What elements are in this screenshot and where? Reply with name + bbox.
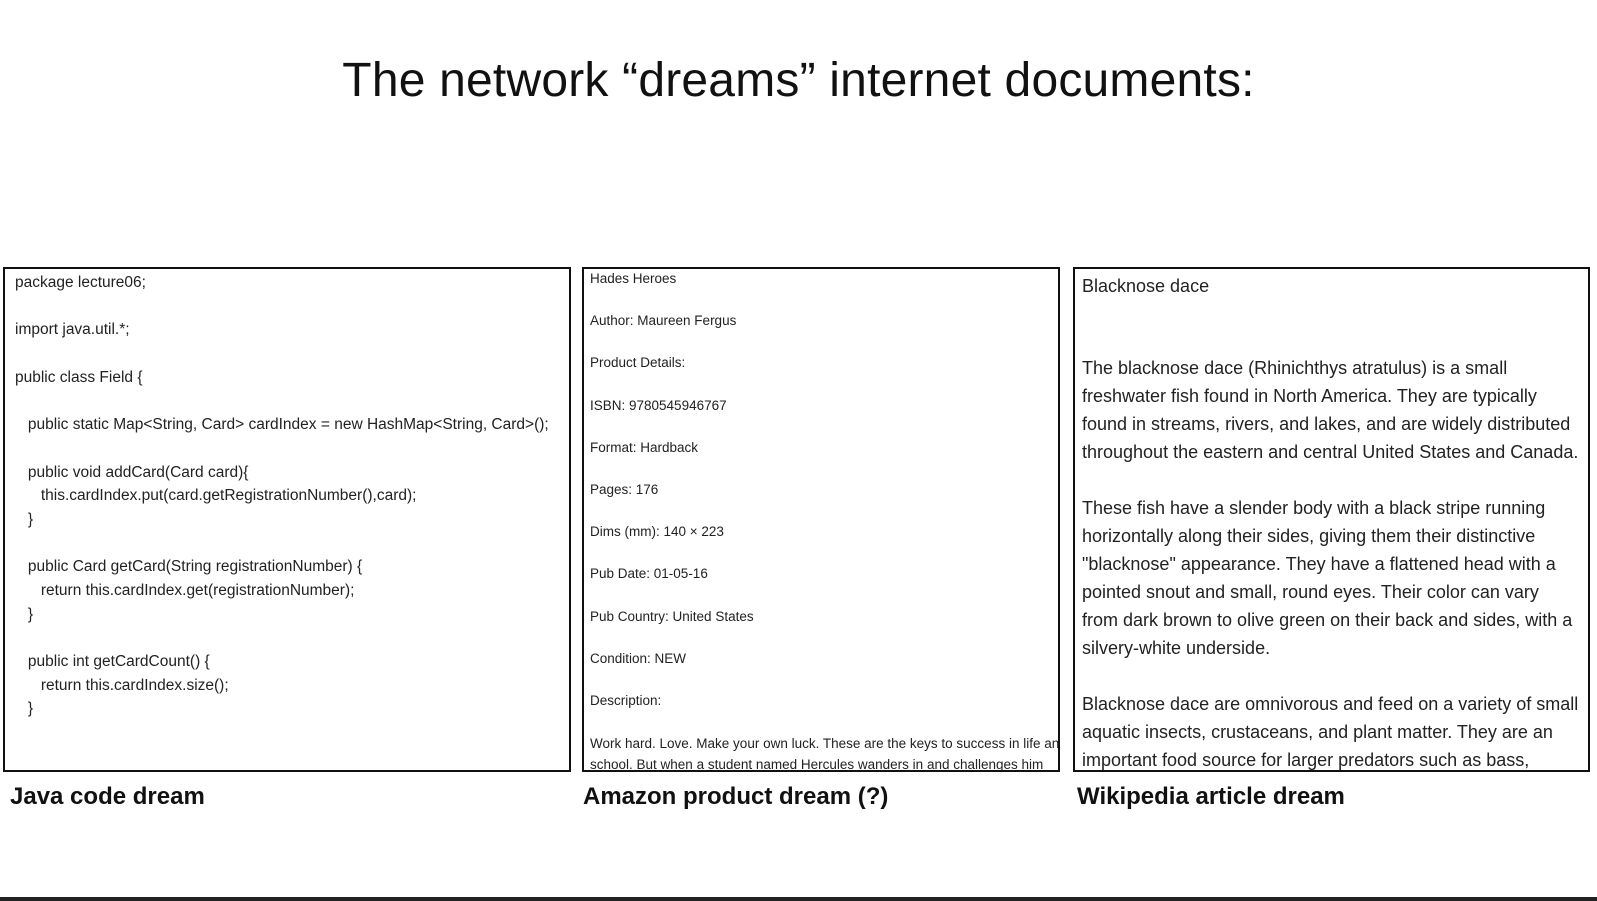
amazon-caption: Amazon product dream (?) — [583, 783, 889, 810]
java-code-panel: package lecture06; import java.util.*; p… — [3, 267, 571, 772]
product-author: Author: Maureen Fergus — [590, 313, 737, 329]
product-dims: Dims (mm): 140 × 223 — [590, 524, 724, 540]
article-line: from dark brown to olive green on their … — [1082, 610, 1573, 630]
code-line — [15, 532, 549, 556]
article-line: "blacknose" appearance. They have a flat… — [1082, 554, 1556, 574]
paragraph-gap — [1082, 662, 1588, 690]
code-line: import java.util.*; — [15, 321, 130, 339]
code-line: public void addCard(Card card){ — [15, 463, 249, 481]
article-line: silvery-white underside. — [1082, 638, 1271, 658]
code-line: package lecture06; — [15, 274, 146, 291]
code-line: public Card getCard(String registrationN… — [15, 558, 363, 576]
code-line — [15, 389, 549, 413]
code-line — [15, 721, 549, 745]
code-line: public static Map<String, Card> cardInde… — [15, 416, 549, 434]
paragraph-gap — [1082, 466, 1588, 494]
article-body: The blacknose dace (Rhinichthys atratulu… — [1082, 354, 1588, 770]
product-pub-country: Pub Country: United States — [590, 608, 754, 624]
article-line: These fish have a slender body with a bl… — [1082, 498, 1546, 518]
product-description-line: school. But when a student named Hercule… — [590, 757, 1044, 772]
product-condition: Condition: NEW — [590, 650, 687, 666]
article-line: freshwater fish found in North America. … — [1082, 386, 1537, 406]
product-description-heading: Description: — [590, 692, 662, 708]
slide-title: The network “dreams” internet documents: — [342, 54, 1255, 107]
article-line: Blacknose dace are omnivorous and feed o… — [1082, 694, 1579, 714]
article-line: throughout the eastern and central Unite… — [1082, 442, 1579, 462]
code-line: } — [15, 510, 34, 528]
code-line — [15, 437, 549, 461]
article-line: found in streams, rivers, and lakes, and… — [1082, 414, 1571, 434]
product-pub-date: Pub Date: 01-05-16 — [590, 566, 708, 582]
code-line: } — [15, 605, 34, 623]
code-line: } — [15, 768, 549, 770]
bottom-border — [0, 897, 1597, 901]
code-line — [15, 745, 549, 769]
code-line: this.cardIndex.put(card.getRegistrationN… — [15, 487, 417, 505]
product-isbn: ISBN: 9780545946767 — [590, 397, 727, 413]
wikipedia-article-panel: Blacknose dace The blacknose dace (Rhini… — [1073, 267, 1590, 772]
amazon-product-text: Hades Heroes Author: Maureen Fergus Prod… — [590, 269, 1060, 772]
code-line — [15, 342, 549, 366]
code-line: return this.cardIndex.get(registrationNu… — [15, 581, 355, 599]
code-line: public class Field { — [15, 368, 143, 386]
product-description-line: Work hard. Love. Make your own luck. The… — [590, 736, 1060, 752]
article-title: Blacknose dace — [1082, 276, 1210, 296]
article-line: aquatic insects, crustaceans, and plant … — [1082, 722, 1553, 742]
code-line: public int getCardCount() { — [15, 653, 210, 670]
code-line — [15, 295, 549, 319]
article-line: The blacknose dace (Rhinichthys atratulu… — [1082, 358, 1508, 378]
wikipedia-caption: Wikipedia article dream — [1077, 783, 1345, 810]
article-line: important food source for larger predato… — [1082, 750, 1530, 770]
java-caption: Java code dream — [10, 783, 205, 810]
product-details-heading: Product Details: — [590, 355, 686, 371]
product-title: Hades Heroes — [590, 271, 677, 286]
article-line: pointed snout and small, round eyes. The… — [1082, 582, 1539, 602]
java-code-block: package lecture06; import java.util.*; p… — [15, 271, 549, 770]
code-line: return this.cardIndex.size(); — [15, 676, 229, 694]
code-line: } — [15, 700, 34, 718]
amazon-product-panel: Hades Heroes Author: Maureen Fergus Prod… — [582, 267, 1060, 772]
product-pages: Pages: 176 — [590, 481, 659, 497]
product-format: Format: Hardback — [590, 439, 699, 455]
code-line — [15, 626, 549, 650]
article-line: horizontally along their sides, giving t… — [1082, 526, 1536, 546]
